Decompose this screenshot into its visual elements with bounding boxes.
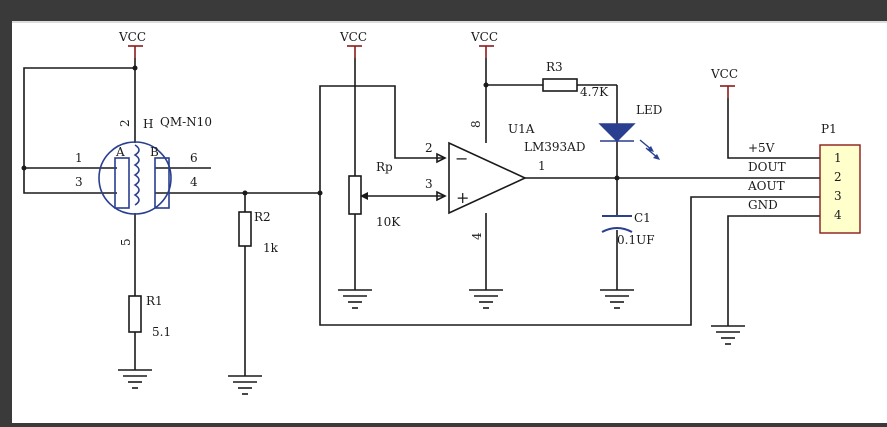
vcc-label: VCC <box>710 67 738 81</box>
plus-sign: + <box>456 188 469 207</box>
pin-number: 3 <box>75 175 83 189</box>
ground-symbol <box>338 289 372 309</box>
pin-number: 1 <box>538 159 546 173</box>
resistor-r3: R3 4.7K <box>542 60 609 99</box>
net-labels: +5V DOUT AOUT GND <box>747 141 786 212</box>
pin-number: 4 <box>190 175 198 189</box>
led-label: LED <box>636 103 662 117</box>
pin-number: 4 <box>470 232 484 240</box>
resistor-value: 1k <box>263 241 279 255</box>
connector-pin: 1 <box>834 151 842 165</box>
pin-number: 3 <box>425 177 433 191</box>
ground-symbol <box>711 325 745 345</box>
connector-pin: 2 <box>834 170 842 184</box>
pin-label: A <box>115 145 125 159</box>
potentiometer-rp: Rp 10K <box>348 160 401 229</box>
sensor-wires <box>21 58 323 296</box>
vcc-label: VCC <box>339 30 367 44</box>
connector-pin: 4 <box>834 208 842 222</box>
connector-p1: P1 1 2 3 4 <box>819 122 861 234</box>
vcc-symbol-sensor: VCC <box>118 30 146 58</box>
resistor-value: 5.1 <box>152 325 171 339</box>
net-label-5v: +5V <box>748 141 775 155</box>
capacitor-value: 0.1UF <box>617 233 655 247</box>
net-label-aout: AOUT <box>747 179 785 193</box>
connector-label: P1 <box>821 122 837 136</box>
resistor-label: R2 <box>254 210 271 224</box>
pin-label: B <box>150 145 159 159</box>
ground-symbol <box>600 289 634 309</box>
resistor-label: R1 <box>146 294 163 308</box>
ground-symbol <box>118 369 152 389</box>
pin-number: 2 <box>118 119 132 127</box>
minus-sign: − <box>455 149 468 168</box>
ic-part-label: LM393AD <box>524 140 585 154</box>
pin-number: 1 <box>75 151 83 165</box>
vcc-symbol-comparator: VCC <box>470 30 498 58</box>
capacitor-label: C1 <box>634 211 651 225</box>
pot-label: Rp <box>376 160 393 174</box>
schematic-sheet <box>12 22 887 423</box>
net-label-gnd: GND <box>748 198 778 212</box>
ground-symbol <box>469 289 503 309</box>
gas-sensor-qm-n10: H A B QM-N10 2 1 3 6 4 5 <box>75 115 212 246</box>
capacitor-c1: C1 0.1UF <box>601 211 655 247</box>
ground-symbol <box>228 375 262 395</box>
net-label-dout: DOUT <box>748 160 786 174</box>
vcc-label: VCC <box>118 30 146 44</box>
pin-number: 2 <box>425 141 433 155</box>
vcc-label: VCC <box>470 30 498 44</box>
vcc-symbol-connector: VCC <box>710 67 738 98</box>
resistor-label: R3 <box>546 60 563 74</box>
comparator-lm393: − + 2 3 1 8 4 U1A LM393AD <box>425 120 585 240</box>
sensor-label: QM-N10 <box>160 115 212 129</box>
led: LED <box>598 103 662 160</box>
pin-number: 8 <box>469 120 483 128</box>
connector-wires <box>727 98 820 326</box>
pin-number: 6 <box>190 151 198 165</box>
comparator-wires <box>319 58 820 326</box>
resistor-value: 4.7K <box>580 85 609 99</box>
vcc-symbol-pot: VCC <box>339 30 367 58</box>
pin-label: H <box>143 117 153 131</box>
ic-ref-label: U1A <box>508 122 535 136</box>
pot-value: 10K <box>376 215 401 229</box>
pin-number: 5 <box>119 238 133 246</box>
resistor-r1: R1 5.1 <box>128 294 171 370</box>
connector-pin: 3 <box>834 189 842 203</box>
resistor-r2: R2 1k <box>238 193 279 376</box>
